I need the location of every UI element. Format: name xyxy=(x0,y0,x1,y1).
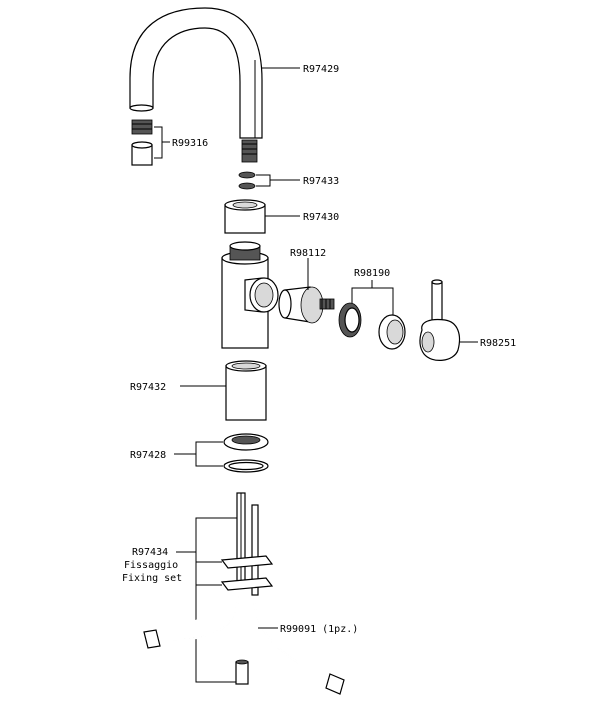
leader-fixing-set xyxy=(176,517,237,683)
ring-part xyxy=(224,199,266,234)
label-base-gasket: R97428 xyxy=(130,450,166,461)
label-fixing-set-en: Fixing set xyxy=(122,573,182,584)
label-aerator: R99316 xyxy=(172,138,208,149)
label-cartridge-ring: R98190 xyxy=(354,268,390,279)
spout-orings-part xyxy=(238,171,256,190)
sleeve-part xyxy=(225,360,267,421)
label-spout: R97429 xyxy=(303,64,339,75)
label-spout-orings: R97433 xyxy=(303,176,339,187)
label-lever: R98251 xyxy=(480,338,516,349)
cartridge-ring-part xyxy=(338,302,406,350)
leader-spout-orings xyxy=(256,174,300,187)
fixing-set-part xyxy=(220,492,274,685)
flexible-hoses-part xyxy=(143,595,345,695)
cartridge-part xyxy=(278,286,335,324)
leader-base-gasket xyxy=(174,441,223,467)
leader-aerator xyxy=(154,126,170,159)
label-sleeve: R97432 xyxy=(130,382,166,393)
leader-cartridge-ring xyxy=(351,280,394,315)
mixer-body-part xyxy=(221,241,279,349)
label-fixing-set-it: Fissaggio xyxy=(124,560,178,571)
label-ring: R97430 xyxy=(303,212,339,223)
base-gasket-part xyxy=(223,433,269,473)
label-hose: R99091 (1pz.) xyxy=(280,624,358,635)
aerator-part xyxy=(131,119,153,166)
lever-part xyxy=(419,279,461,361)
spout-part xyxy=(129,7,263,163)
label-cartridge: R98112 xyxy=(290,248,326,259)
label-fixing-set-code: R97434 xyxy=(132,547,168,558)
